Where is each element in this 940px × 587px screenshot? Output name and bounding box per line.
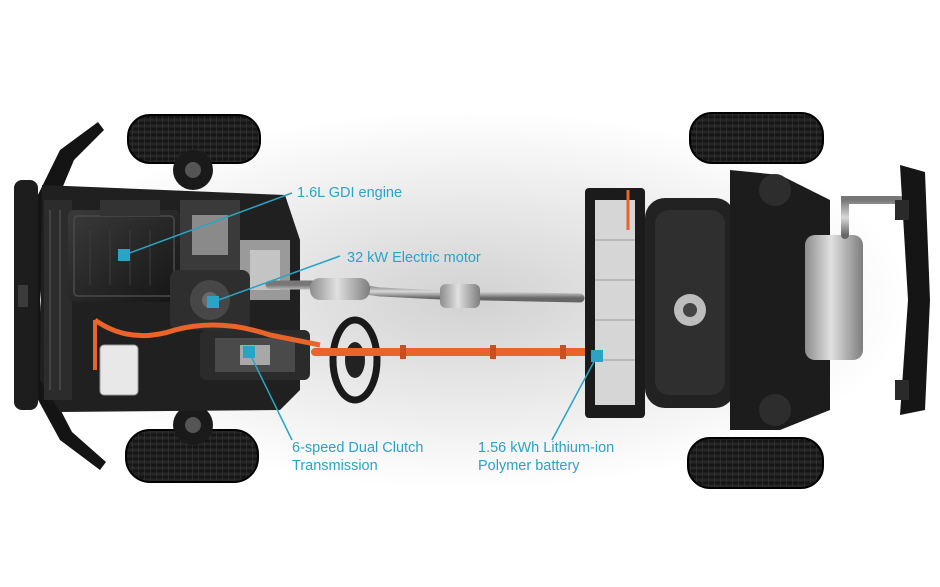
transmission-marker [243, 346, 255, 358]
transmission-label-line-1: 6-speed Dual Clutch [292, 440, 424, 456]
front-bumper [14, 122, 106, 470]
engine-label-line-1: 1.6L GDI engine [297, 185, 403, 201]
battery-label-line-2: Polymer battery [478, 458, 580, 474]
exhaust-system [265, 278, 585, 308]
transmission-label: 6-speed Dual Clutch Transmission [292, 439, 423, 475]
battery-label-line-1: 1.56 kWh Lithium-ion [478, 440, 615, 456]
transmission-label-line-2: Transmission [292, 458, 378, 474]
engine-label: 1.6L GDI engine [297, 184, 402, 202]
engine-marker [118, 249, 130, 261]
coolant-reservoir [99, 344, 139, 396]
rear-bumper-beam [895, 165, 930, 415]
battery-pack [585, 188, 645, 418]
motor-label: 32 kW Electric motor [347, 249, 481, 267]
callout-transmission-pointer [243, 346, 293, 441]
rear-left-tire [689, 112, 824, 164]
motor-marker [207, 296, 219, 308]
callout-battery-pointer [551, 350, 603, 441]
battery-label: 1.56 kWh Lithium-ion Polymer battery [478, 439, 614, 475]
fuel-tank [645, 198, 735, 408]
rear-muffler [735, 196, 904, 360]
radiator [44, 200, 72, 400]
battery-marker [591, 350, 603, 362]
rear-right-tire [687, 437, 824, 489]
hv-cable-front [93, 317, 321, 348]
callout-motor-pointer [207, 255, 341, 308]
callout-engine-pointer [118, 192, 293, 261]
motor-label-line-1: 32 kW Electric motor [347, 250, 481, 266]
